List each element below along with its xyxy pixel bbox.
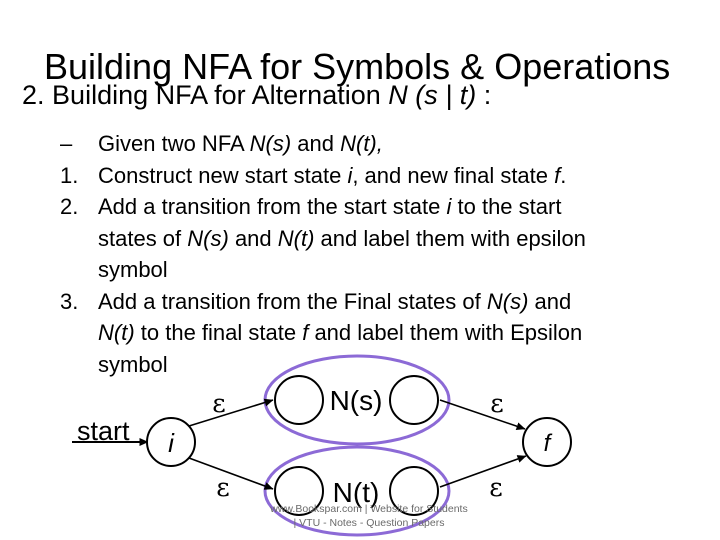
epsilon-label: ε — [216, 473, 229, 503]
bullet-continuation: symbol — [98, 351, 168, 377]
bullet-add-final-transition: 3. Add a transition from the Final state… — [60, 286, 710, 318]
footer-line: | VTU - Notes - Question Papers — [293, 517, 445, 529]
bullet-marker: – — [60, 131, 73, 156]
bullet-add-start-transition: 2. Add a transition from the start state… — [60, 191, 710, 223]
transition-nt-to-f — [439, 455, 527, 488]
text-italic: f — [302, 320, 309, 345]
bullet-given: – Given two NFA N(s) and N(t), — [60, 128, 710, 160]
text-run: to the final state — [134, 320, 303, 345]
text-run: and label them with epsilon — [314, 225, 586, 251]
bullet-text: Add a transition from the start state i … — [98, 191, 561, 223]
text-run: and — [228, 225, 278, 251]
text-italic: N(s) — [187, 225, 229, 251]
transition-i-to-nt — [188, 457, 274, 490]
text-run: . — [560, 162, 567, 188]
state-f — [522, 417, 572, 467]
text-run: to the start — [451, 194, 562, 219]
text-italic: N(t) — [277, 225, 315, 251]
bullet-text: Given two NFA N(s) and N(t), — [98, 128, 383, 160]
bullet-marker: 2. — [60, 194, 79, 219]
text-run: Add a transition from the Final states o… — [98, 288, 487, 314]
transition-i-to-ns — [188, 398, 274, 427]
text-run: Add a transition from the start state — [98, 194, 447, 219]
text-run: , and new final state — [352, 162, 555, 188]
bullet-continuation: symbol — [98, 257, 168, 282]
footer-line: www.Bookspar.com | Website for Students — [270, 503, 468, 515]
bullet-list: – Given two NFA N(s) and N(t), 1. Constr… — [60, 128, 710, 380]
text-run: and label them with Epsilon — [308, 320, 583, 345]
nfa-t-label: N(t) — [333, 477, 380, 508]
subtitle-end: : — [476, 80, 492, 110]
epsilon-label: ε — [489, 473, 502, 503]
nfa-s-final-state — [389, 375, 439, 425]
watermark-footer: www.Bookspar.com | Website for Students … — [254, 502, 484, 530]
text-run: Given two NFA — [98, 131, 250, 156]
bullet-text: Construct new start state i, and new fin… — [98, 160, 566, 192]
nfa-s-start-state — [274, 375, 324, 425]
bullet-continuation: N(t) to the final state f and label them… — [60, 317, 710, 349]
subtitle-expression: N (s | t) — [388, 80, 477, 110]
text-italic: i — [446, 194, 452, 219]
state-i-label: i — [168, 428, 175, 458]
subtitle-number: 2. — [22, 80, 45, 110]
bullet-construct: 1. Construct new start state i, and new … — [60, 160, 710, 192]
bullet-continuation: states of N(s) and N(t) and label them w… — [60, 223, 710, 255]
state-i — [146, 417, 196, 467]
bullet-text: Add a transition from the Final states o… — [98, 286, 571, 318]
bullet-marker: 3. — [60, 288, 79, 314]
start-label: start — [77, 416, 130, 446]
nfa-s-label: N(s) — [330, 385, 383, 416]
subtitle-text: Building NFA for Alternation — [52, 80, 389, 110]
text-run: and — [528, 288, 572, 314]
text-run: states of — [98, 225, 188, 251]
text-italic: i — [347, 162, 353, 188]
slide-title: Building NFA for Symbols & Operations — [44, 46, 671, 87]
state-f-label: f — [544, 430, 553, 457]
text-italic: f — [554, 162, 561, 188]
nfa-t-start-state — [274, 466, 324, 516]
text-run: Construct new start state — [98, 162, 348, 188]
text-italic: N(s) — [249, 131, 292, 156]
transition-ns-to-f — [439, 399, 526, 431]
bullet-marker: 1. — [60, 162, 79, 188]
slide-subtitle: 2. Building NFA for Alternation N (s | t… — [22, 80, 491, 111]
nfa-t-outline — [263, 445, 451, 537]
text-italic: N(t) — [98, 320, 135, 345]
nfa-t-final-state — [389, 466, 439, 516]
text-run: and — [291, 131, 341, 156]
text-italic: N(t), — [340, 131, 383, 156]
text-italic: N(s) — [486, 288, 529, 314]
epsilon-label: ε — [212, 389, 225, 419]
epsilon-label: ε — [490, 389, 503, 419]
